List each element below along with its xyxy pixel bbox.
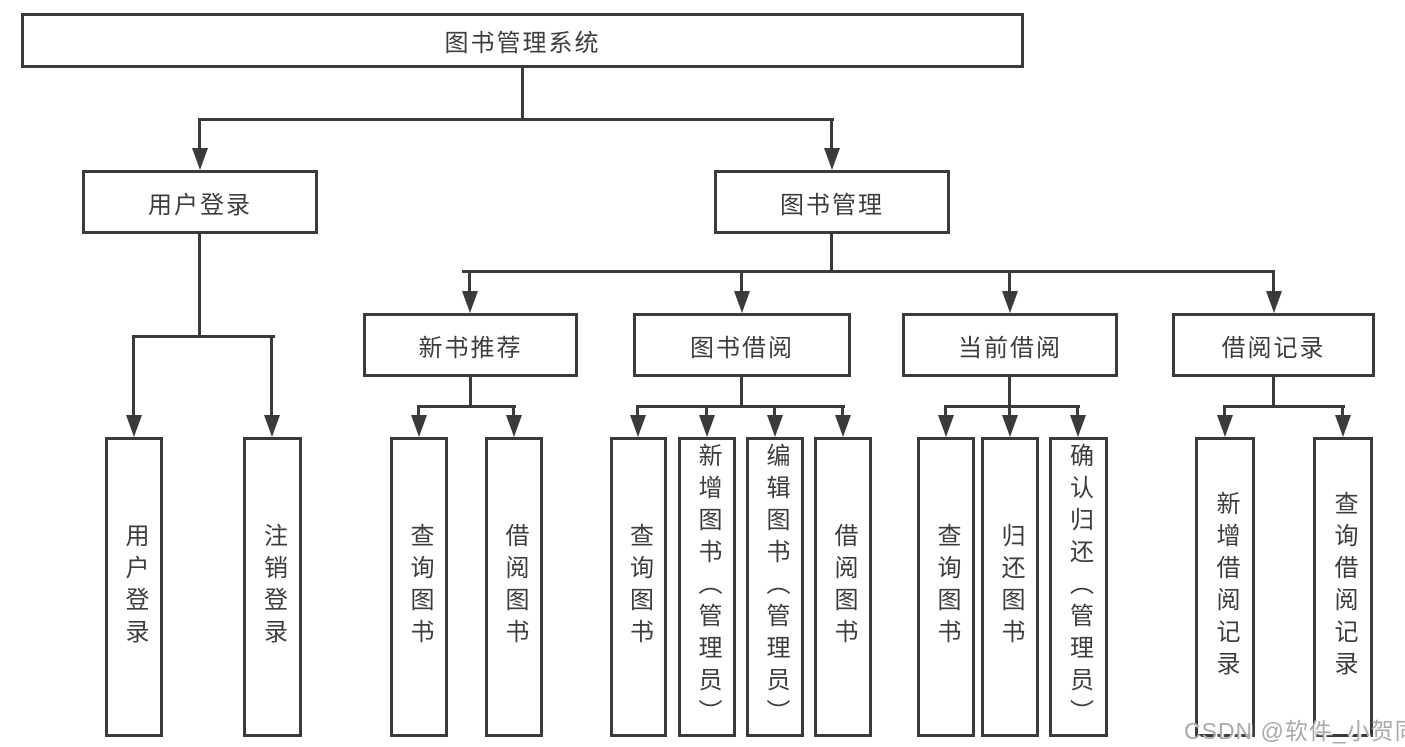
arrow-to-user-login [192,120,208,170]
node-root-library-system: 图书管理系统 [21,13,1024,68]
node-new-book-recommend: 新书推荐 [363,313,578,377]
node-current-borrow-label: 当前借阅 [958,334,1062,362]
node-user-login: 用户登录 [82,170,318,234]
leaf-node-borrow-books-1: 借阅图书 [485,437,543,737]
node-new-book-recommend-label: 新书推荐 [418,334,523,362]
arrow-to-leaf-edit-books [767,407,783,437]
leaf-node-return-books: 归还图书 [981,437,1039,737]
arrow-to-leaf-borrow-2 [835,407,851,437]
connector-current-borrow-split [944,405,1080,408]
connector-current-borrow-stem [1008,377,1011,408]
leaf-label: 编辑图书（管理员） [762,443,789,731]
node-book-borrow: 图书借阅 [633,313,851,377]
connector-book-management-split [462,270,1275,273]
connector-book-borrow-split [636,405,845,408]
leaf-label: 借阅图书 [501,523,528,651]
arrow-to-new-book-recommend [462,272,478,313]
connector-user-login-split [132,335,275,338]
arrow-to-book-management [824,120,840,170]
leaf-label: 确认归还（管理员） [1065,443,1093,731]
leaf-label: 查询借阅记录 [1330,491,1357,683]
leaf-node-edit-books-admin: 编辑图书（管理员） [746,437,804,737]
leaf-node-logout: 注销登录 [243,437,302,737]
node-book-borrow-label: 图书借阅 [690,334,794,362]
arrow-to-leaf-confirm-return [1070,407,1086,437]
leaf-label: 新增图书（管理员） [694,443,721,731]
leaf-node-add-books-admin: 新增图书（管理员） [678,437,736,737]
arrow-to-leaf-return [1002,407,1018,437]
leaf-label: 借阅图书 [830,523,857,651]
arrow-to-leaf-user-login [126,337,142,437]
leaf-label: 注销登录 [259,523,287,651]
node-current-borrow: 当前借阅 [902,313,1118,377]
arrow-to-leaf-query-2 [630,407,646,437]
leaf-node-query-books-1: 查询图书 [390,437,448,737]
node-borrow-records-label: 借阅记录 [1221,334,1326,362]
connector-borrow-records-split [1223,405,1345,408]
leaf-node-query-books-3: 查询图书 [917,437,975,737]
arrow-to-leaf-query-record [1335,407,1351,437]
connector-root-split [198,118,834,121]
leaf-label: 用户登录 [121,523,148,651]
arrow-to-book-borrow [734,272,750,313]
leaf-label: 查询图书 [933,523,960,651]
connector-book-management-stem [830,234,833,273]
leaf-node-confirm-return-admin: 确认归还（管理员） [1049,437,1108,737]
arrow-to-leaf-borrow-1 [506,407,522,437]
connector-new-book-stem [469,377,472,408]
leaf-node-user-login: 用户登录 [105,437,163,737]
arrow-to-leaf-logout [264,337,280,437]
connector-root-stem [521,68,524,121]
arrow-to-leaf-add-record [1217,407,1233,437]
arrow-to-leaf-add-books [699,407,715,437]
connector-user-login-stem [198,234,201,338]
connector-new-book-split [417,405,516,408]
node-root-label: 图书管理系统 [444,30,601,57]
node-book-management-label: 图书管理 [780,191,884,219]
connector-borrow-records-stem [1272,377,1275,408]
node-user-login-label: 用户登录 [148,191,252,219]
connector-book-borrow-stem [740,377,743,408]
leaf-node-query-borrow-record: 查询借阅记录 [1313,437,1373,737]
leaf-label: 查询图书 [406,523,433,651]
leaf-label: 归还图书 [997,523,1024,651]
arrow-to-leaf-query-3 [938,407,954,437]
arrow-to-leaf-query-1 [411,407,427,437]
leaf-label: 新增借阅记录 [1212,491,1239,683]
node-book-management: 图书管理 [714,170,950,234]
leaf-label: 查询图书 [625,523,653,651]
arrow-to-borrow-records [1266,272,1282,313]
leaf-node-add-borrow-record: 新增借阅记录 [1195,437,1255,737]
arrow-to-current-borrow [1002,272,1018,313]
node-borrow-records: 借阅记录 [1172,313,1375,377]
csdn-watermark: CSDN @软件_小贺同学 [1184,718,1405,744]
leaf-node-query-books-2: 查询图书 [610,437,667,737]
leaf-node-borrow-books-2: 借阅图书 [814,437,872,737]
